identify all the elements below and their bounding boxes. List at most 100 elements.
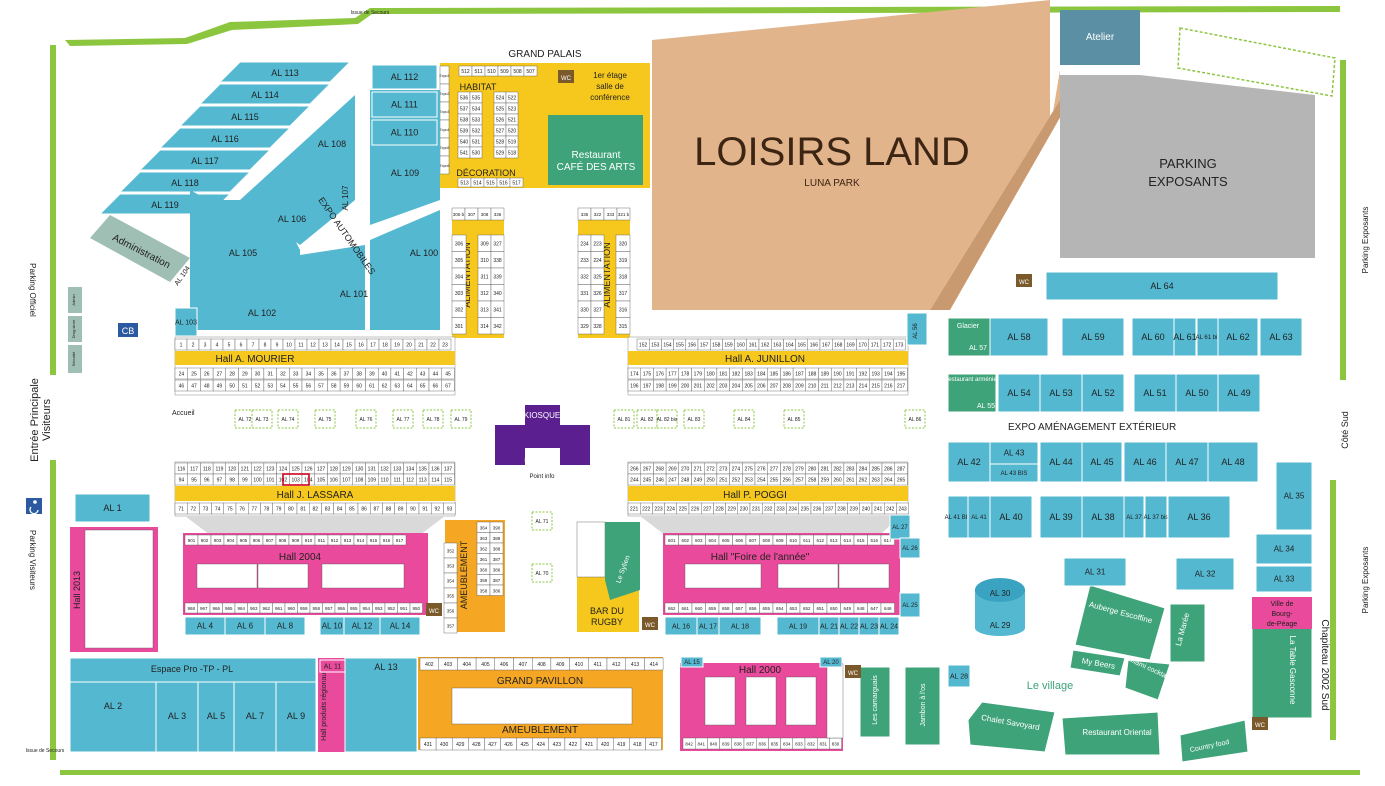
stand-cell[interactable]: 833 xyxy=(792,737,806,750)
stand-cell[interactable]: 363 xyxy=(476,532,491,544)
stand-cell[interactable]: 265 xyxy=(894,473,908,486)
stand-cell[interactable]: 37 xyxy=(339,367,354,380)
stand-cell[interactable]: 421 xyxy=(580,737,598,751)
stand-cell[interactable]: 328 xyxy=(590,317,605,335)
stand-cell[interactable]: 318 xyxy=(615,267,631,285)
stand-cell[interactable]: 274 xyxy=(729,462,743,475)
stand-cell[interactable]: 169 xyxy=(844,338,857,351)
outdoor-stand[interactable]: AL 82 bis xyxy=(656,409,678,429)
stand-cell[interactable]: 128 xyxy=(327,462,341,475)
stand-cell[interactable]: 614 xyxy=(840,534,855,546)
stand[interactable]: AL 8 xyxy=(264,616,306,636)
stand-cell[interactable]: 15 xyxy=(342,338,356,351)
stand-cell[interactable]: 615 xyxy=(853,534,868,546)
stand-cell[interactable]: 284 xyxy=(856,462,870,475)
stand-cell[interactable]: 66 xyxy=(428,379,442,392)
stand-cell[interactable]: 238 xyxy=(835,502,848,515)
outdoor-stand[interactable]: AL 77 xyxy=(392,409,414,429)
stand-cell[interactable]: 523 xyxy=(505,102,519,115)
stand-cell[interactable]: 203 xyxy=(716,379,730,392)
stand-cell[interactable]: 116 xyxy=(174,462,188,475)
stand-cell[interactable]: 429 xyxy=(452,737,469,751)
stand-cell[interactable]: 211 xyxy=(818,379,832,392)
stand-cell[interactable]: 507 xyxy=(523,65,538,77)
stand-cell[interactable]: 651 xyxy=(813,602,828,614)
stand-cell[interactable]: 88 xyxy=(382,502,395,515)
stand-cell[interactable]: 122 xyxy=(250,462,265,475)
stand-cell[interactable]: 353 xyxy=(443,557,458,574)
outdoor-stand[interactable]: AL 71 xyxy=(531,511,553,531)
stand-cell[interactable]: 176 xyxy=(653,367,667,380)
stand-cell[interactable]: 305 xyxy=(451,251,467,269)
stand-cell[interactable]: 361 xyxy=(476,553,491,565)
stand-cell[interactable]: 402 xyxy=(419,657,439,671)
stand-cell[interactable]: 183 xyxy=(742,367,756,380)
stand-cell[interactable]: 118 xyxy=(200,462,214,475)
stand-cell[interactable]: 387 xyxy=(489,553,504,565)
stand-cell[interactable]: 656 xyxy=(745,602,760,614)
stand[interactable]: AL 61 xyxy=(1173,317,1197,357)
stand-cell[interactable]: 355 xyxy=(443,587,458,604)
stand-cell[interactable]: 307 xyxy=(464,207,479,221)
stand-cell[interactable]: 200 xyxy=(678,379,692,392)
country-food[interactable]: Country food xyxy=(1179,719,1249,763)
stand-cell[interactable]: 661 xyxy=(678,602,693,614)
stand-cell[interactable]: Expo2 xyxy=(440,83,450,103)
stand[interactable]: AL 41 xyxy=(967,495,991,539)
stand-cell[interactable]: 232 xyxy=(762,502,775,515)
stand-cell[interactable]: 540 xyxy=(457,135,471,148)
stand-cell[interactable]: 48 xyxy=(200,379,214,392)
stand-cell[interactable]: 608 xyxy=(759,534,774,546)
stand-cell[interactable]: 230 xyxy=(737,502,751,515)
stand[interactable]: AL 24 xyxy=(878,616,900,636)
stand-cell[interactable]: 233 xyxy=(577,251,592,269)
stand-cell[interactable]: 62 xyxy=(378,379,392,392)
stand[interactable]: AL 10 xyxy=(319,616,345,636)
stand-cell[interactable]: 72 xyxy=(186,502,200,515)
stand[interactable]: AL 60 xyxy=(1131,317,1175,357)
stand-cell[interactable]: 3 xyxy=(198,338,212,351)
stand-cell[interactable]: 155 xyxy=(673,338,686,351)
stand-cell[interactable]: 953 xyxy=(372,602,386,614)
stand-cell[interactable]: 430 xyxy=(435,737,453,751)
stand-cell[interactable]: 528 xyxy=(493,135,507,148)
stand-cell[interactable]: 195 xyxy=(894,367,908,380)
stand-cell[interactable]: 314 xyxy=(477,317,492,335)
stand-cell[interactable]: 261 xyxy=(843,473,857,486)
stand-cell[interactable]: 276 xyxy=(754,462,768,475)
stand[interactable]: AL 46 xyxy=(1123,441,1167,483)
stand-cell[interactable]: 362 xyxy=(476,542,491,554)
stand-cell[interactable]: 251 xyxy=(716,473,730,486)
stand-cell[interactable]: 357 xyxy=(443,617,458,634)
stand-cell[interactable]: 410 xyxy=(569,657,589,671)
stand-cell[interactable]: 173 xyxy=(893,338,906,351)
stand-cell[interactable]: 331 xyxy=(577,284,592,302)
stand-cell[interactable]: 212 xyxy=(831,379,845,392)
stand-cell[interactable]: 419 xyxy=(613,737,630,751)
stand-cell[interactable]: 954 xyxy=(359,602,373,614)
stand[interactable]: AL 39 xyxy=(1039,495,1083,539)
stand-cell[interactable]: 408 xyxy=(532,657,552,671)
stand-cell[interactable]: 50 xyxy=(225,379,239,392)
stand-cell[interactable]: 153 xyxy=(649,338,662,351)
stand-cell[interactable]: 210 xyxy=(805,379,819,392)
stand-cell[interactable]: 225 xyxy=(676,502,690,515)
stand[interactable]: AL 118 xyxy=(118,171,252,193)
stand[interactable]: AL 20 xyxy=(819,656,843,668)
stand-cell[interactable]: 165 xyxy=(795,338,808,351)
stand-cell[interactable]: 516 xyxy=(496,177,511,188)
stand-cell[interactable]: 56 xyxy=(301,379,315,392)
stand-cell[interactable]: 58 xyxy=(327,379,341,392)
stand-cell[interactable]: 341 xyxy=(490,300,505,318)
stand-cell[interactable]: 960 xyxy=(284,602,298,614)
stand-cell[interactable]: 914 xyxy=(353,534,368,546)
stand-cell[interactable]: 187 xyxy=(792,367,806,380)
stand-cell[interactable]: 518 xyxy=(505,146,519,159)
stand-cell[interactable]: 26 xyxy=(200,367,214,380)
stand-cell[interactable]: 604 xyxy=(705,534,720,546)
stand-cell[interactable]: 248 xyxy=(678,473,692,486)
stand-cell[interactable]: 47 xyxy=(187,379,201,392)
stand[interactable]: AL 52 xyxy=(1081,373,1125,413)
stand-cell[interactable]: 44 xyxy=(428,367,442,380)
stand-cell[interactable]: 27 xyxy=(212,367,227,380)
